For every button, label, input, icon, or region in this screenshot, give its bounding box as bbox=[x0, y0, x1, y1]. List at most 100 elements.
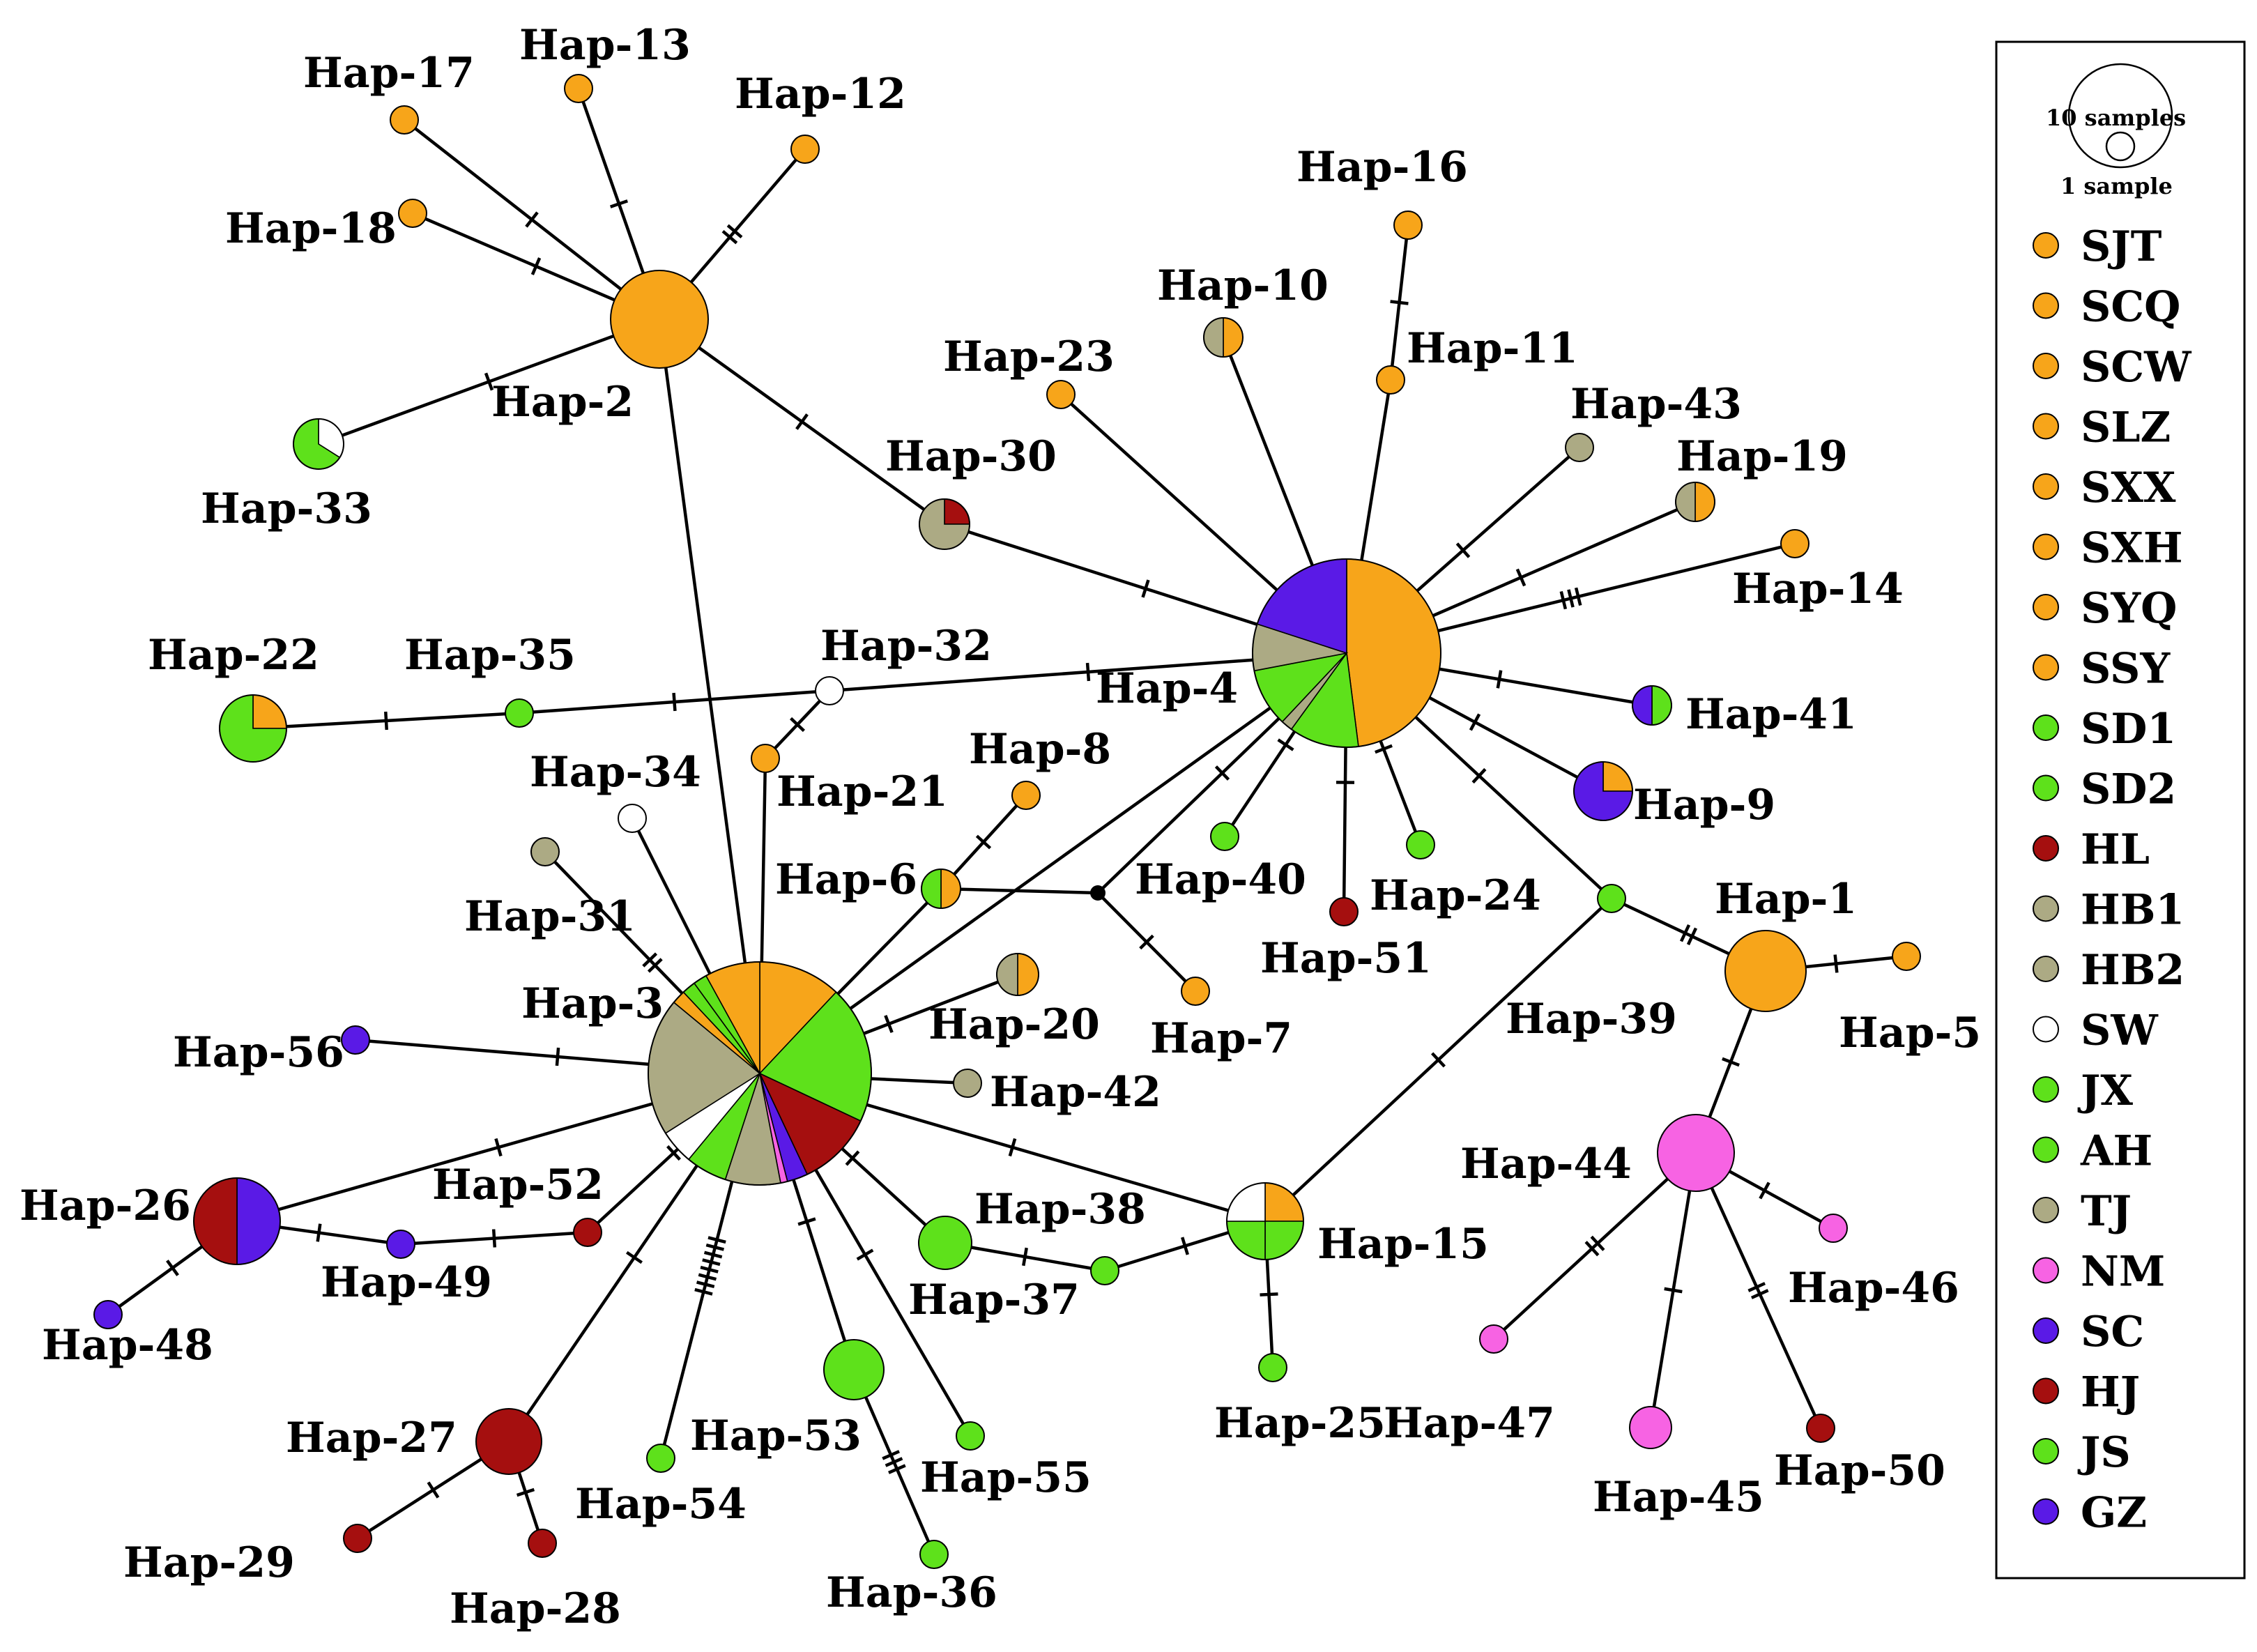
legend-label-sw: SW bbox=[2081, 1007, 2159, 1055]
label-hap-5: Hap-5 bbox=[1839, 1009, 1981, 1057]
label-hap-39: Hap-39 bbox=[1506, 995, 1677, 1043]
mutation-tick bbox=[1214, 765, 1230, 781]
node-slice bbox=[1565, 433, 1594, 462]
label-hap-12: Hap-12 bbox=[735, 70, 906, 118]
node-hap-48 bbox=[93, 1300, 123, 1329]
mutation-tick bbox=[1375, 744, 1393, 754]
mutation-tick bbox=[491, 1229, 497, 1248]
legend-label-ssy: SSY bbox=[2081, 645, 2171, 694]
node-slice bbox=[918, 1216, 972, 1270]
legend-label-js: JS bbox=[2077, 1428, 2131, 1477]
node-slice bbox=[996, 953, 1018, 996]
node-slice bbox=[823, 1339, 885, 1400]
node-outline bbox=[1226, 1182, 1304, 1260]
label-hap-13: Hap-13 bbox=[519, 21, 691, 70]
node-hap-31 bbox=[530, 837, 560, 866]
mutation-tick bbox=[1679, 924, 1691, 942]
node-slice bbox=[236, 1177, 281, 1265]
legend-label-scw: SCW bbox=[2081, 343, 2192, 392]
label-hap-43: Hap-43 bbox=[1570, 380, 1742, 429]
mutation-tick bbox=[516, 1487, 535, 1497]
node-slice bbox=[618, 804, 647, 833]
legend-label-tj: TJ bbox=[2081, 1187, 2132, 1236]
label-hap-56: Hap-56 bbox=[173, 1028, 344, 1077]
legend-scale-1-label: 1 sample bbox=[2060, 173, 2173, 199]
node-hap-27 bbox=[475, 1408, 542, 1475]
node-hap-28 bbox=[528, 1529, 557, 1558]
mutation-tick bbox=[609, 199, 629, 208]
legend: 10 samples 1 sample SJTSCQSCWSLZSXXSXHSY… bbox=[1995, 40, 2246, 1580]
node-slice bbox=[1892, 942, 1921, 971]
label-hap-23: Hap-23 bbox=[943, 332, 1115, 381]
label-hap-33: Hap-33 bbox=[201, 484, 372, 533]
legend-label-gz: GZ bbox=[2081, 1489, 2147, 1538]
node-hap-6 bbox=[921, 869, 961, 909]
label-hap-49: Hap-49 bbox=[321, 1258, 492, 1307]
legend-swatch-hb2 bbox=[2033, 956, 2059, 982]
legend-items: SJTSCQSCWSLZSXXSXHSYQSSYSD1SD2HLHB1HB2SW… bbox=[2033, 222, 2192, 1538]
label-hap-8: Hap-8 bbox=[969, 725, 1111, 774]
legend-swatch-sw bbox=[2033, 1016, 2059, 1043]
node-slice bbox=[1479, 1324, 1508, 1354]
label-hap-7: Hap-7 bbox=[1150, 1014, 1292, 1063]
node-slice bbox=[956, 1421, 985, 1451]
node-slice bbox=[1017, 953, 1039, 996]
mutation-tick bbox=[484, 372, 494, 391]
node-hap-30 bbox=[919, 498, 970, 550]
legend-label-sjt: SJT bbox=[2081, 222, 2162, 271]
legend-label-sxh: SXH bbox=[2081, 524, 2183, 573]
label-hap-3: Hap-3 bbox=[521, 979, 664, 1028]
label-hap-24: Hap-24 bbox=[1370, 871, 1541, 920]
label-hap-32: Hap-32 bbox=[820, 622, 992, 671]
node-hap-46 bbox=[1819, 1214, 1848, 1243]
label-hap-52: Hap-52 bbox=[432, 1161, 604, 1209]
legend-label-nm: NM bbox=[2081, 1248, 2165, 1297]
legend-swatch-scq bbox=[2033, 292, 2059, 319]
node-slice bbox=[193, 1177, 238, 1265]
legend-label-sc: SC bbox=[2081, 1308, 2144, 1356]
node-slice bbox=[919, 1540, 949, 1569]
legend-scale-1-sample bbox=[2105, 131, 2136, 162]
mutation-tick bbox=[888, 1464, 906, 1474]
node-hap-5 bbox=[1892, 942, 1921, 971]
node-hap-55 bbox=[956, 1421, 985, 1451]
node-slice bbox=[1346, 558, 1441, 747]
node-hap-54 bbox=[646, 1444, 675, 1473]
label-hap-34: Hap-34 bbox=[530, 748, 701, 797]
legend-label-sxx: SXX bbox=[2081, 464, 2176, 512]
mutation-tick bbox=[884, 1015, 894, 1033]
mutation-tick bbox=[530, 257, 542, 275]
mutation-tick bbox=[1833, 954, 1839, 973]
node-outline bbox=[219, 694, 287, 763]
node-hap-22 bbox=[219, 694, 287, 763]
node-slice bbox=[646, 1444, 675, 1473]
legend-swatch-sjt bbox=[2033, 232, 2059, 259]
legend-label-scq: SCQ bbox=[2081, 283, 2180, 332]
node-slice bbox=[751, 744, 780, 773]
node-hap-50 bbox=[1806, 1414, 1835, 1443]
label-hap-46: Hap-46 bbox=[1788, 1264, 1959, 1313]
node-hap-32 bbox=[815, 676, 844, 705]
mutation-tick bbox=[696, 1280, 715, 1289]
label-hap-11: Hap-11 bbox=[1407, 324, 1578, 373]
node-slice bbox=[1011, 781, 1041, 810]
node-slice bbox=[1694, 482, 1715, 522]
node-hap-37 bbox=[918, 1216, 972, 1270]
mutation-tick bbox=[700, 1265, 719, 1274]
node-hap-19 bbox=[1675, 482, 1715, 522]
mutation-tick bbox=[666, 1145, 681, 1161]
label-hap-44: Hap-44 bbox=[1460, 1140, 1632, 1188]
mutation-tick bbox=[1751, 1289, 1769, 1299]
node-hap-47 bbox=[1479, 1324, 1508, 1354]
legend-swatch-ssy bbox=[2033, 654, 2059, 681]
node-hap-35 bbox=[505, 698, 534, 728]
label-hap-21: Hap-21 bbox=[776, 767, 948, 816]
legend-label-hb1: HB1 bbox=[2081, 886, 2185, 935]
mutation-tick bbox=[1141, 579, 1150, 598]
legend-label-hl: HL bbox=[2081, 825, 2150, 874]
link-mv1-hap-6 bbox=[940, 887, 1099, 895]
node-slice bbox=[343, 1524, 372, 1553]
node-slice bbox=[528, 1529, 557, 1558]
label-hap-19: Hap-19 bbox=[1676, 432, 1848, 481]
label-hap-31: Hap-31 bbox=[464, 892, 636, 941]
